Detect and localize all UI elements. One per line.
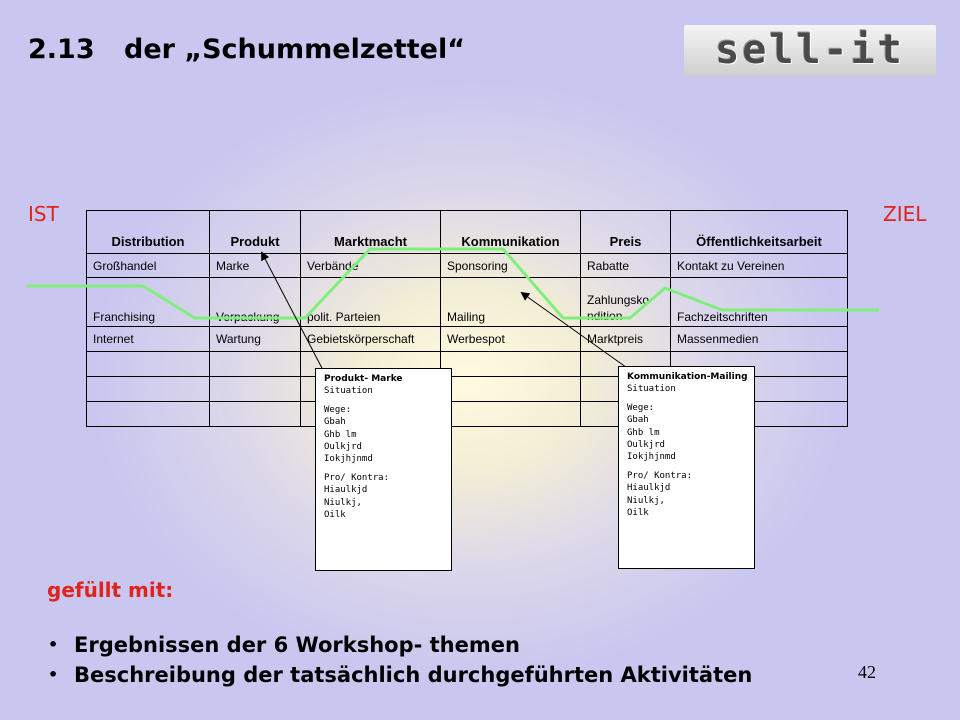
filled-with-heading: gefüllt mit:	[47, 578, 174, 602]
note-line: Situation	[324, 386, 373, 397]
note-line: Gbah	[324, 417, 346, 428]
page-number: 42	[858, 662, 876, 682]
note-line: Oilk	[627, 508, 649, 519]
bullet-text: Beschreibung der tatsächlich durchgeführ…	[74, 663, 753, 687]
table-cell: Internet	[86, 326, 210, 352]
note-line: Oilk	[324, 510, 346, 521]
note-line: Ghb lm	[627, 427, 660, 438]
table-cell: Verbände	[300, 253, 441, 278]
section-number: 2.13	[28, 34, 95, 65]
slide-title: 2.13 der „Schummelzettel“	[28, 34, 465, 65]
table-cell: Kontakt zu Vereinen	[670, 253, 848, 278]
note-line: Niulkj,	[324, 497, 362, 508]
note-kommunikation-mailing: Kommunikation-Mailing Situation Wege: Gb…	[618, 366, 755, 569]
table-header-row: Distribution Produkt Marktmacht Kommunik…	[86, 210, 848, 254]
note-line: Iokjhjnmd	[324, 454, 373, 465]
ist-label: IST	[28, 202, 59, 226]
note-line: Wege:	[324, 404, 352, 415]
header-preis: Preis	[580, 210, 671, 254]
strategy-path-line	[142, 247, 879, 320]
title-text: der „Schummelzettel“	[124, 34, 465, 65]
logo-text: sell-it	[715, 27, 905, 73]
note-line: Wege:	[627, 402, 655, 413]
note-line: Hiaulkjd	[627, 483, 671, 494]
table-cell: Rabatte	[580, 253, 671, 278]
note-produkt-marke: Produkt- Marke Situation Wege: Gbah Ghb …	[315, 368, 452, 571]
note-line: Gbah	[627, 415, 649, 426]
note-line: Ghb lm	[324, 429, 357, 440]
note-line: Niulkj,	[627, 495, 665, 506]
table-cell: Marke	[209, 253, 301, 278]
note-title: Kommunikation-Mailing	[627, 372, 748, 382]
note-line: Pro/ Kontra:	[324, 472, 390, 483]
bullet-list: • Ergebnissen der 6 Workshop- themen • B…	[46, 630, 752, 690]
bullet-text: Ergebnissen der 6 Workshop- themen	[74, 633, 520, 657]
bullet-dot-icon: •	[48, 635, 59, 654]
note-line: Hiaulkjd	[324, 485, 368, 496]
arrow-to-mailing	[520, 291, 631, 371]
bullet-item: • Beschreibung der tatsächlich durchgefü…	[46, 660, 752, 690]
note-line: Iokjhjnmd	[627, 452, 676, 463]
header-distribution: Distribution	[86, 210, 210, 254]
arrow-to-marke	[261, 251, 325, 373]
note-line: Oulkjrd	[324, 442, 362, 453]
note-title: Produkt- Marke	[324, 374, 403, 384]
note-line: Oulkjrd	[627, 440, 665, 451]
table-cell: Großhandel	[86, 253, 210, 278]
table-row: Internet Wartung Gebietskörperschaft Wer…	[86, 326, 848, 352]
note-line: Situation	[627, 384, 676, 395]
table-cell: Werbespot	[440, 326, 581, 352]
header-oeffentlichkeitsarbeit: Öffentlichkeitsarbeit	[670, 210, 848, 254]
sell-it-logo: sell-it	[684, 25, 936, 76]
bullet-item: • Ergebnissen der 6 Workshop- themen	[46, 630, 752, 660]
header-kommunikation: Kommunikation	[440, 210, 581, 254]
bullet-dot-icon: •	[48, 665, 59, 684]
note-line: Pro/ Kontra:	[627, 470, 693, 481]
ziel-label: ZIEL	[883, 202, 927, 226]
